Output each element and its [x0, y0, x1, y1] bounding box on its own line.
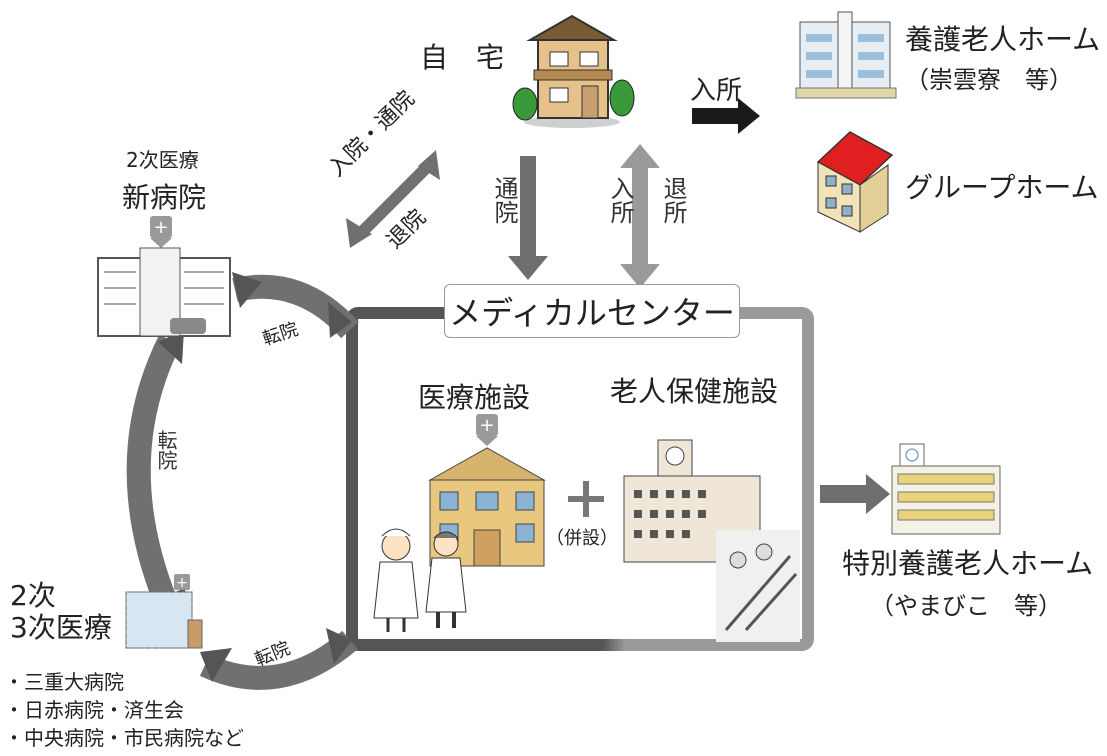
admit-discharge-arrow — [620, 144, 660, 288]
tertiary-line2: 3次医療 — [10, 611, 112, 644]
new-hospital-level: 2次医療 — [126, 148, 199, 172]
new-hospital-name: 新病院 — [122, 181, 207, 214]
special-nursing-sub: （やまびこ 等） — [870, 592, 1062, 620]
transfer-left-label: 転院 — [154, 430, 178, 470]
special-nursing-arrow — [820, 474, 890, 514]
group-home-illustration — [816, 131, 894, 233]
commute-label: 通院 — [490, 176, 518, 224]
medical-center-title: メディカルセンター — [449, 294, 735, 332]
svg-text:+: + — [153, 217, 168, 238]
admit-label: 入所 — [606, 176, 634, 224]
tertiary-list-item: ・三重大病院 — [4, 670, 124, 694]
group-home-label: グループホーム — [905, 171, 1099, 204]
home-illustration — [512, 14, 635, 128]
plus-sign — [568, 481, 604, 517]
home-label: 自 宅 — [420, 41, 505, 74]
nursing-home-label: 養護老人ホーム — [905, 23, 1101, 56]
tertiary-line1: 2次 — [10, 579, 56, 612]
nurse-doctor-illustration — [373, 528, 467, 632]
tertiary-list-item: ・中央病院・市民病院など — [4, 726, 244, 750]
medical-facility-label: 医療施設 — [418, 381, 531, 414]
medical-center-title-box: メディカルセンター — [444, 284, 740, 338]
admission-arrow — [692, 98, 760, 134]
svg-text:+: + — [479, 415, 494, 436]
svg-text:+: + — [176, 575, 188, 591]
new-hospital-illustration: + — [97, 216, 231, 337]
tertiary-list-item: ・日赤病院・済生会 — [4, 698, 184, 722]
transfer-cycle — [126, 272, 359, 690]
admission-arrow-label: 入所 — [690, 76, 743, 106]
geriatric-facility-illustration — [623, 439, 800, 642]
hospital-in-out-arrow — [346, 150, 440, 248]
nursing-home-sub: （崇雲寮 等） — [905, 66, 1073, 94]
plus-label: （併設） — [546, 528, 618, 549]
nursing-home-illustration — [795, 11, 897, 99]
discharge-label: 退所 — [659, 176, 687, 224]
special-nursing-label: 特別養護老人ホーム — [842, 547, 1094, 580]
geriatric-facility-label: 老人保健施設 — [610, 375, 779, 408]
commute-arrow — [508, 156, 548, 280]
special-nursing-illustration — [891, 443, 1001, 535]
tertiary-hospital-illustration: + — [125, 574, 203, 649]
